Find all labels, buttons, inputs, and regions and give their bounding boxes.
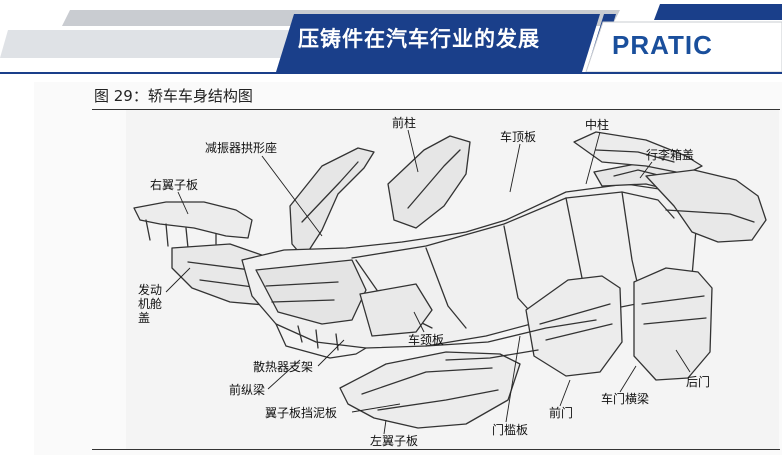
label-trunk-lid: 行李箱盖 <box>646 148 695 162</box>
label-right-fender: 右翼子板 <box>150 178 199 192</box>
label-front-door: 前门 <box>549 406 574 420</box>
label-sill-panel: 门槛板 <box>492 423 529 437</box>
label-front-pillar: 前柱 <box>392 116 417 130</box>
label-left-fender: 左翼子板 <box>370 434 419 448</box>
label-shock-tower: 减振器拱形座 <box>205 141 278 155</box>
pratic-logo: PRATIC <box>612 30 713 60</box>
label-door-beam: 车门横梁 <box>601 392 650 406</box>
header-banner: 压铸件在汽车行业的发展 PRATIC <box>0 0 782 80</box>
header-title: 压铸件在汽车行业的发展 <box>298 27 540 51</box>
label-center-pillar: 中柱 <box>585 118 610 132</box>
label-fender-apron: 翼子板挡泥板 <box>265 406 338 420</box>
caption-rule-top <box>92 109 780 110</box>
label-front-rail: 前纵梁 <box>229 383 266 397</box>
label-radiator-support: 散热器支架 <box>253 360 314 374</box>
label-roof-panel: 车顶板 <box>500 130 537 144</box>
label-hood: 发动机舱盖 <box>138 283 163 325</box>
figure-caption: 图 29：轿车车身结构图 <box>94 87 253 105</box>
label-rear-door: 后门 <box>686 375 711 389</box>
header-graphic <box>0 0 782 80</box>
label-cowl-panel: 车颈板 <box>408 333 445 347</box>
caption-rule-bottom <box>92 449 780 450</box>
